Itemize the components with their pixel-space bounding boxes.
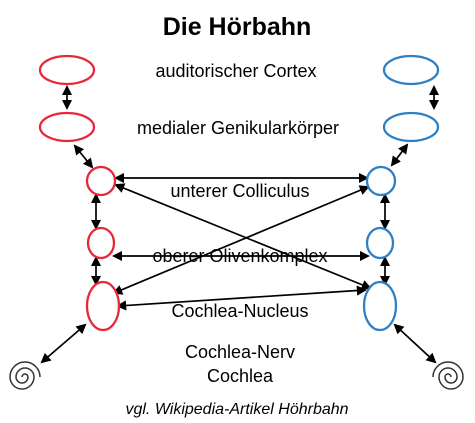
right-cortex-node — [382, 54, 440, 86]
arrow-right-cn-cochlea — [393, 323, 437, 364]
level-label-soc: oberer Olivenkomplex — [152, 246, 327, 266]
arrow-left-cn-cochlea — [40, 323, 87, 364]
right-mgb-node — [382, 111, 440, 143]
level-label-cortex: auditorischer Cortex — [155, 61, 316, 81]
right-cn-node — [362, 280, 398, 332]
connection-arrows — [40, 84, 440, 364]
right-cochlea-spiral-icon — [432, 361, 464, 390]
arrow-right-mgb-ic — [390, 143, 409, 167]
left-hemisphere-nodes — [38, 54, 121, 332]
level-label-mgb: medialer Genikularkörper — [137, 118, 339, 138]
level-label-cn: Cochlea-Nucleus — [171, 301, 308, 321]
left-ic-node — [85, 165, 117, 197]
source-caption: vgl. Wikipedia-Artikel Höhrbahn — [125, 401, 348, 418]
left-cochlea-spiral-icon — [9, 361, 41, 390]
left-cn-node — [85, 280, 121, 332]
right-soc-node — [365, 226, 395, 260]
right-hemisphere-nodes — [362, 54, 440, 332]
arrow-left-mgb-ic — [73, 144, 94, 169]
left-cortex-node — [38, 54, 96, 86]
level-label-nerve: Cochlea-Nerv — [185, 342, 295, 362]
arrow-right-ic-left-cn — [112, 185, 370, 295]
level-label-cochlea: Cochlea — [207, 366, 274, 386]
diagram-title: Die Hörbahn — [163, 13, 312, 41]
level-label-ic: unterer Colliculus — [170, 181, 309, 201]
left-mgb-node — [38, 111, 96, 143]
left-soc-node — [86, 226, 116, 260]
right-ic-node — [365, 165, 397, 197]
